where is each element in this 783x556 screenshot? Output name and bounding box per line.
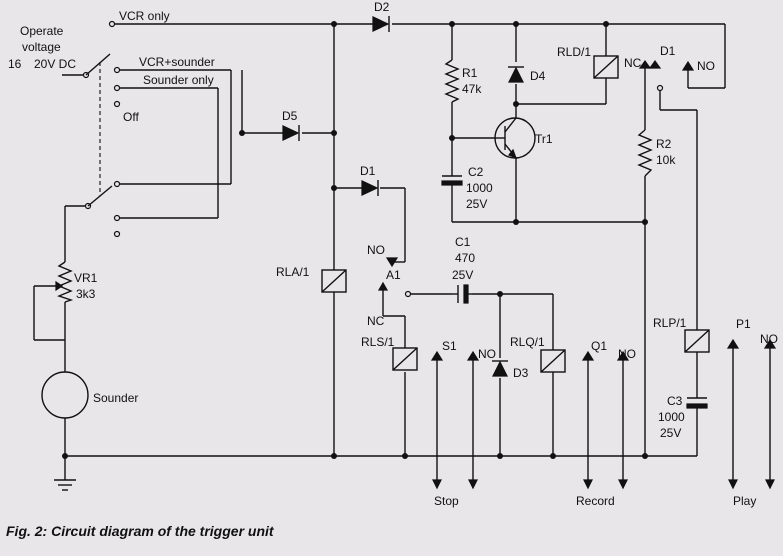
resistor-r1: [444, 59, 460, 103]
a1-label: A1: [386, 268, 401, 282]
diode-d5: [282, 125, 300, 141]
d1-contact-label: D1: [660, 44, 676, 58]
stop-label: Stop: [434, 494, 459, 508]
off-label: Off: [123, 110, 139, 124]
relay-coil-rld: [593, 55, 619, 79]
sounder-only-label: Sounder only: [143, 73, 214, 87]
selector-switch: [82, 20, 121, 238]
c3-value1-label: 1000: [658, 410, 685, 424]
contact-s1: [430, 350, 480, 361]
record-label: Record: [576, 494, 615, 508]
relay-coil-rla: [321, 269, 347, 293]
q1-label: Q1: [591, 339, 607, 353]
relay-coil-rlq: [540, 349, 566, 373]
d4-label: D4: [530, 69, 546, 83]
sounder-icon: [41, 371, 89, 419]
junction-dots: [62, 21, 648, 459]
c1-name-label: C1: [455, 235, 471, 249]
transistor-tr1: [494, 117, 536, 160]
c3-value2-label: 25V: [660, 426, 681, 440]
operate-voltage-label-1: Operate: [20, 24, 64, 38]
sounder-label: Sounder: [93, 391, 138, 405]
a1-no-label: NO: [367, 243, 385, 257]
c2-value2-label: 25V: [466, 197, 487, 211]
relay-coil-rlp: [684, 329, 710, 353]
diode-d3: [492, 360, 508, 377]
play-label: Play: [733, 494, 756, 508]
vr1-value-label: 3k3: [76, 287, 96, 301]
diode-d4: [508, 66, 524, 83]
d1-no-label: NO: [697, 59, 715, 73]
d1-diode-label: D1: [360, 164, 376, 178]
diode-d1: [361, 180, 379, 196]
vr1-name-label: VR1: [74, 271, 98, 285]
rld-label: RLD/1: [557, 45, 591, 59]
capacitor-c3: [686, 394, 708, 412]
wiring: [33, 23, 771, 491]
c2-value1-label: 1000: [466, 181, 493, 195]
capacitor-c2: [441, 168, 463, 190]
resistor-r2: [637, 129, 653, 177]
vcr-sounder-label: VCR+sounder: [139, 55, 215, 69]
s1-label: S1: [442, 339, 457, 353]
c1-value1-label: 470: [455, 251, 475, 265]
c1-value2-label: 25V: [452, 268, 473, 282]
voltage-max-label: 20V DC: [34, 57, 76, 71]
tr1-label: Tr1: [535, 132, 553, 146]
c2-name-label: C2: [468, 165, 484, 179]
r1-value-label: 47k: [462, 82, 482, 96]
rlp-label: RLP/1: [653, 316, 687, 330]
p1-label: P1: [736, 317, 751, 331]
d5-label: D5: [282, 109, 298, 123]
rls-label: RLS/1: [361, 335, 395, 349]
a1-nc-label: NC: [367, 314, 385, 328]
d3-label: D3: [513, 366, 529, 380]
d1-nc-label: NC: [624, 56, 642, 70]
relay-coil-rls: [392, 347, 418, 371]
potentiometer-vr1: [55, 261, 74, 303]
rla-label: RLA/1: [276, 265, 310, 279]
contact-a1: [377, 257, 412, 302]
p1-no-label: NO: [760, 332, 778, 346]
c3-name-label: C3: [667, 394, 683, 408]
contact-q1: [581, 350, 630, 361]
r1-name-label: R1: [462, 66, 478, 80]
operate-voltage-label-2: voltage: [22, 40, 61, 54]
r2-value-label: 10k: [656, 153, 676, 167]
output-arrows: [432, 479, 775, 490]
voltage-min-label: 16: [8, 57, 22, 71]
q1-no-label: NO: [618, 347, 636, 361]
s1-no-label: NO: [478, 347, 496, 361]
contact-d1: [638, 59, 695, 92]
vcr-only-label: VCR only: [119, 9, 170, 23]
d2-label: D2: [374, 0, 390, 14]
diode-d2: [372, 16, 390, 32]
figure-caption: Fig. 2: Circuit diagram of the trigger u…: [6, 523, 274, 539]
rlq-label: RLQ/1: [510, 335, 545, 349]
contact-p1: [726, 338, 777, 349]
capacitor-c1: [452, 284, 472, 304]
labels: Operate voltage 16 20V DC VCR only VCR+s…: [8, 0, 778, 508]
r2-name-label: R2: [656, 137, 672, 151]
